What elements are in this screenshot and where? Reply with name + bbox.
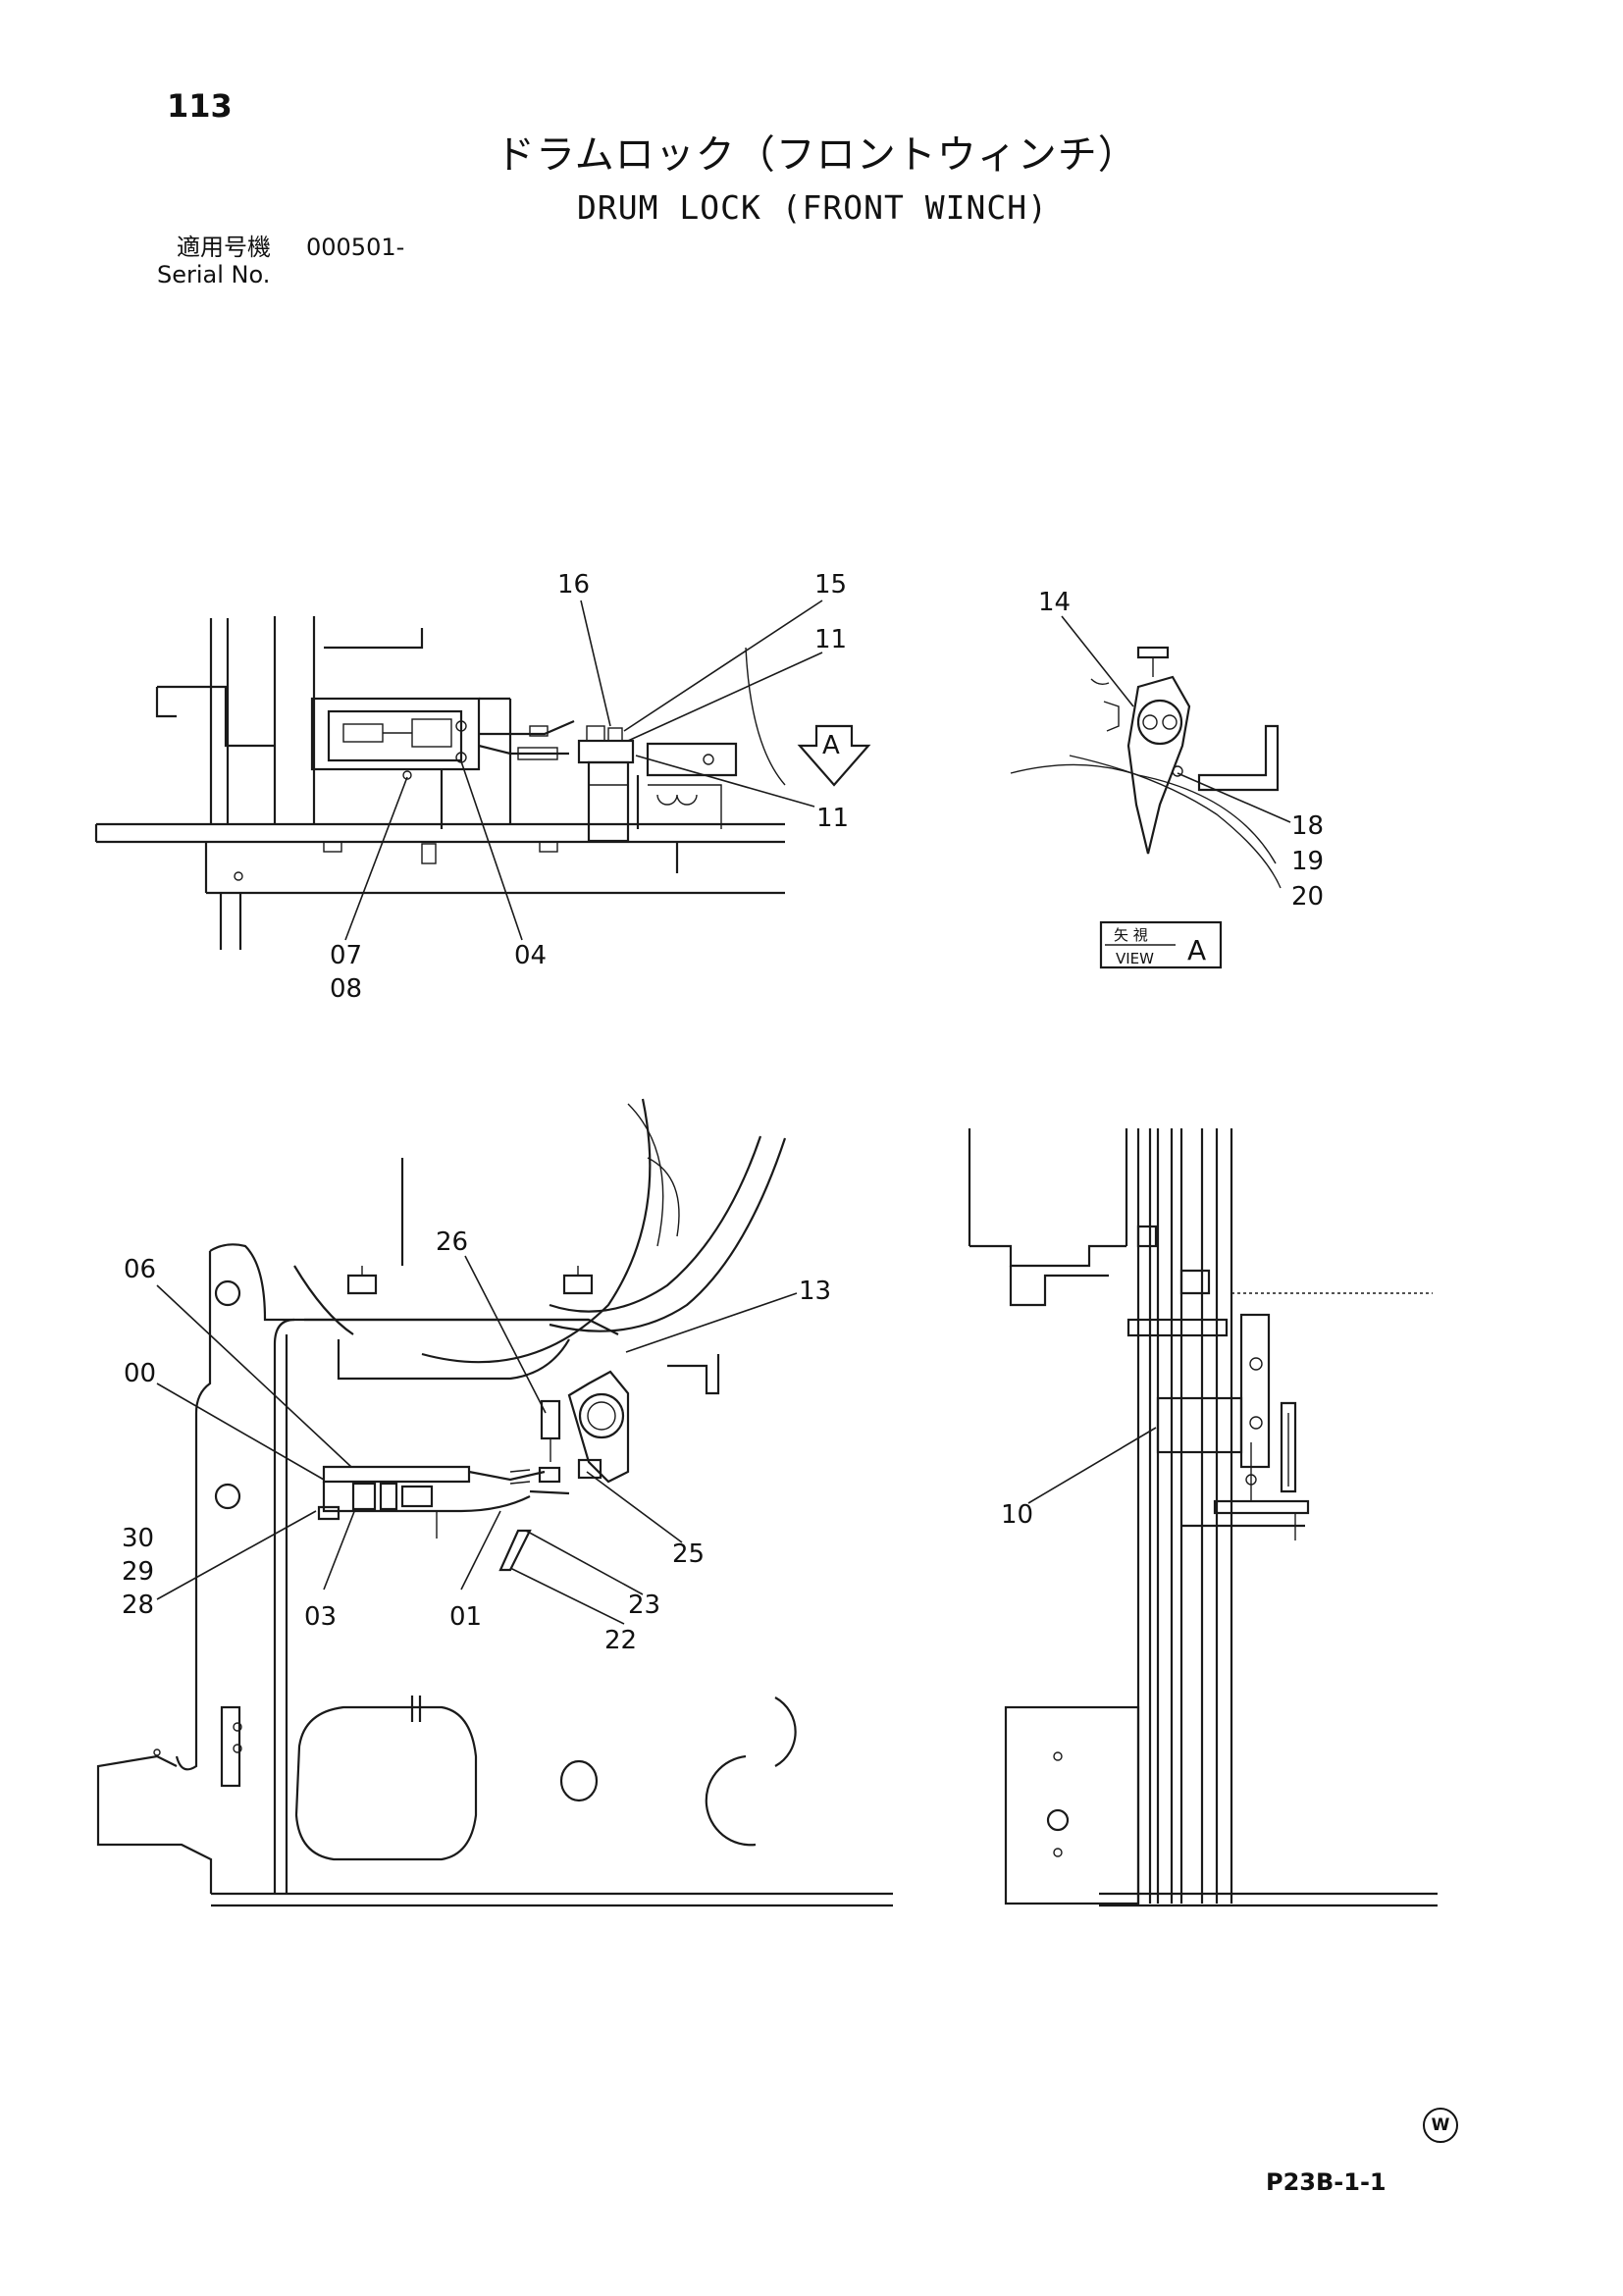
callout-04: 04 xyxy=(514,941,547,970)
callout-14: 14 xyxy=(1038,588,1071,617)
serial-label-english: Serial No. xyxy=(157,261,271,288)
callout-25: 25 xyxy=(672,1539,705,1569)
callout-11-lower: 11 xyxy=(816,804,849,833)
bottom-right-view xyxy=(968,1128,1438,1907)
callout-10: 10 xyxy=(1001,1500,1033,1530)
view-a-detail xyxy=(1010,646,1282,889)
bottom-left-view xyxy=(96,1098,893,1907)
leader-lines xyxy=(156,600,1291,1625)
callout-16: 16 xyxy=(557,570,590,600)
callout-30: 30 xyxy=(122,1524,154,1553)
callout-29: 29 xyxy=(122,1557,154,1587)
callout-03: 03 xyxy=(304,1602,337,1632)
view-label-jp: 矢 視 xyxy=(1114,926,1148,944)
callout-01: 01 xyxy=(449,1602,482,1632)
view-label-en: VIEW xyxy=(1116,950,1154,967)
w-circle-mark: W xyxy=(1423,2108,1458,2143)
view-label-letter: A xyxy=(1187,934,1206,966)
serial-value: 000501- xyxy=(306,234,405,261)
callout-28: 28 xyxy=(122,1591,154,1620)
callout-22: 22 xyxy=(604,1626,637,1655)
page-number: 113 xyxy=(167,87,233,125)
callout-15: 15 xyxy=(814,570,847,600)
top-left-view: A xyxy=(94,616,871,950)
callout-23: 23 xyxy=(628,1591,660,1620)
serial-label-japanese: 適用号機 xyxy=(177,234,271,261)
callout-13: 13 xyxy=(799,1277,831,1306)
callout-06: 06 xyxy=(124,1255,156,1284)
view-a-label: 矢 視 VIEW A xyxy=(1099,920,1223,969)
title-english: DRUM LOCK (FRONT WINCH) xyxy=(577,188,1048,227)
callout-00: 00 xyxy=(124,1359,156,1388)
callout-18: 18 xyxy=(1291,811,1324,841)
title-japanese: ドラムロック（フロントウィンチ） xyxy=(496,132,1138,178)
callout-11-upper: 11 xyxy=(814,625,847,654)
page-reference: P23B-1-1 xyxy=(1266,2168,1387,2196)
callout-26: 26 xyxy=(436,1227,468,1257)
callout-numbers: 16 15 11 11 07 08 04 14 18 19 20 26 13 0… xyxy=(122,570,1324,1655)
callout-20: 20 xyxy=(1291,882,1324,912)
callout-07: 07 xyxy=(330,941,362,970)
callout-19: 19 xyxy=(1291,847,1324,876)
view-arrow-letter: A xyxy=(822,731,840,760)
callout-08: 08 xyxy=(330,974,362,1004)
